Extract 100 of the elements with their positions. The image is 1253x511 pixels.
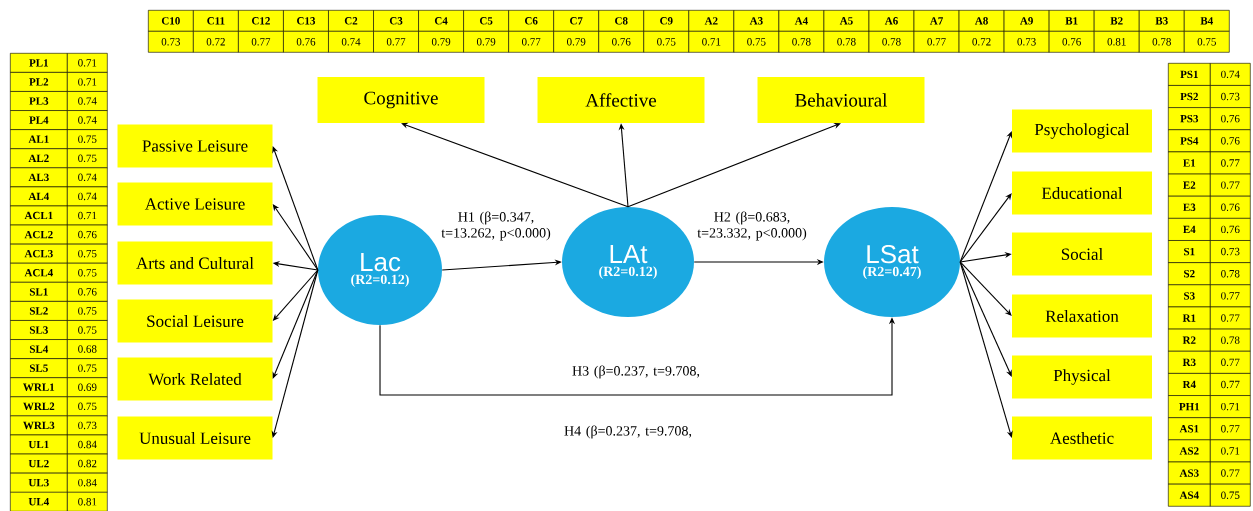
table-cell: 0.77 [373,31,419,53]
table-cell: 0.74 [1210,63,1251,86]
table-cell: 0.72 [193,31,239,53]
table-cell: ACL2 [10,224,68,245]
dimension-box: Work Related [117,357,273,401]
table-cell: A6 [868,10,915,32]
table-cell: C13 [283,10,329,32]
table-cell: A2 [688,10,735,32]
table-cell: 0.78 [1210,262,1251,286]
table-cell: A9 [1003,10,1050,32]
table-cell: AS4 [1168,483,1211,507]
table-cell: 0.75 [67,320,108,340]
edge-label: H1 (β=0.347, t=13.262, p<0.000) [441,211,551,241]
table-cell: ACL3 [10,243,68,264]
arrow [272,204,319,271]
table-cell: S3 [1168,284,1211,308]
table-cell: 0.74 [67,110,108,130]
table-cell: C12 [238,10,284,32]
arrow [959,261,1013,438]
table-cell: 0.77 [1210,306,1251,330]
table-cell: 0.76 [67,282,108,302]
table-cell: PS3 [1168,107,1211,131]
dimension-box: Arts and Cultural [117,241,273,285]
table-cell: WRL3 [10,415,68,436]
dimension-box: Behavioural [757,77,925,123]
table-cell: 0.77 [1210,461,1251,485]
table-cell: 0.79 [553,31,600,53]
table-cell: PS4 [1168,129,1211,153]
arrow [272,269,319,379]
table-cell: 0.76 [1210,129,1251,153]
table-cell: 0.75 [67,301,108,321]
table-cell: 0.77 [1210,373,1251,396]
dimension-box: Educational [1012,171,1152,215]
dimension-box: Psychological [1012,109,1152,153]
table-cell: UL3 [10,472,68,493]
arrow [271,269,319,438]
table-cell: 0.76 [1048,31,1095,53]
table-cell: AS1 [1168,417,1211,441]
table-cell: 0.77 [508,31,554,53]
table-cell: A5 [823,10,870,32]
table-cell: R1 [1168,306,1211,330]
table-cell: 0.71 [67,72,108,92]
table-cell: PS2 [1168,85,1211,108]
table-cell: 0.71 [67,205,108,226]
arrow [959,261,1012,316]
table-cell: C8 [598,10,645,32]
table-cell: 0.73 [1210,240,1251,263]
table-cell: 0.81 [67,491,108,511]
table-cell: 0.75 [733,31,780,53]
table-cell: 0.74 [67,91,108,111]
table-cell: C7 [553,10,600,32]
table-cell: C10 [148,10,194,32]
table-cell: C3 [373,10,419,32]
table-cell: 0.73 [1210,85,1251,108]
table-cell: AS3 [1168,461,1211,485]
dimension-box: Cognitive [317,77,485,123]
table-cell: PL1 [10,53,68,73]
table-cell: SL5 [10,358,68,378]
table-cell: 0.76 [283,31,329,53]
table-cell: AS2 [1168,439,1211,463]
dimension-box: Affective [537,77,705,123]
table-cell: PH1 [1168,395,1211,418]
dimension-box: Active Leisure [117,182,273,226]
table-cell: A4 [778,10,825,32]
dimension-box: Unusual Leisure [117,416,273,460]
table-cell: C2 [328,10,374,32]
table-cell: 0.73 [67,415,108,436]
table-cell: E2 [1168,173,1211,197]
table-cell: AL3 [10,167,68,188]
arrow [627,122,841,208]
table-cell: 0.77 [238,31,284,53]
table-cell: 0.82 [67,453,108,474]
table-cell: B1 [1048,10,1095,32]
table-cell: 0.74 [67,186,108,207]
dimension-box: Social [1012,232,1152,276]
table-cell: SL2 [10,301,68,321]
table-cell: 0.77 [1210,350,1251,374]
table-cell: C11 [193,10,239,32]
table-cell: 0.84 [67,472,108,493]
arrow [401,122,629,208]
table-cell: 0.84 [67,434,108,455]
edge-label: H2 (β=0.683, t=23.332, p<0.000) [697,211,807,241]
table-cell: PL4 [10,110,68,130]
table-cell: A8 [958,10,1005,32]
table-cell: WRL2 [10,396,68,417]
table-cell: 0.79 [418,31,464,53]
table-cell: AL1 [10,129,68,149]
table-cell: 0.74 [328,31,374,53]
table-cell: SL4 [10,339,68,359]
table-cell: E4 [1168,218,1211,241]
arrow [959,261,1012,377]
table-cell: 0.75 [643,31,690,53]
table-cell: 0.69 [67,377,108,398]
table-cell: R2 [1168,328,1211,352]
table-cell: 0.75 [67,243,108,264]
table-cell: 0.76 [67,224,108,245]
table-cell: 0.75 [1210,483,1251,507]
table-cell: S2 [1168,262,1211,286]
table-cell: C6 [508,10,554,32]
table-cell: 0.76 [1210,218,1251,241]
